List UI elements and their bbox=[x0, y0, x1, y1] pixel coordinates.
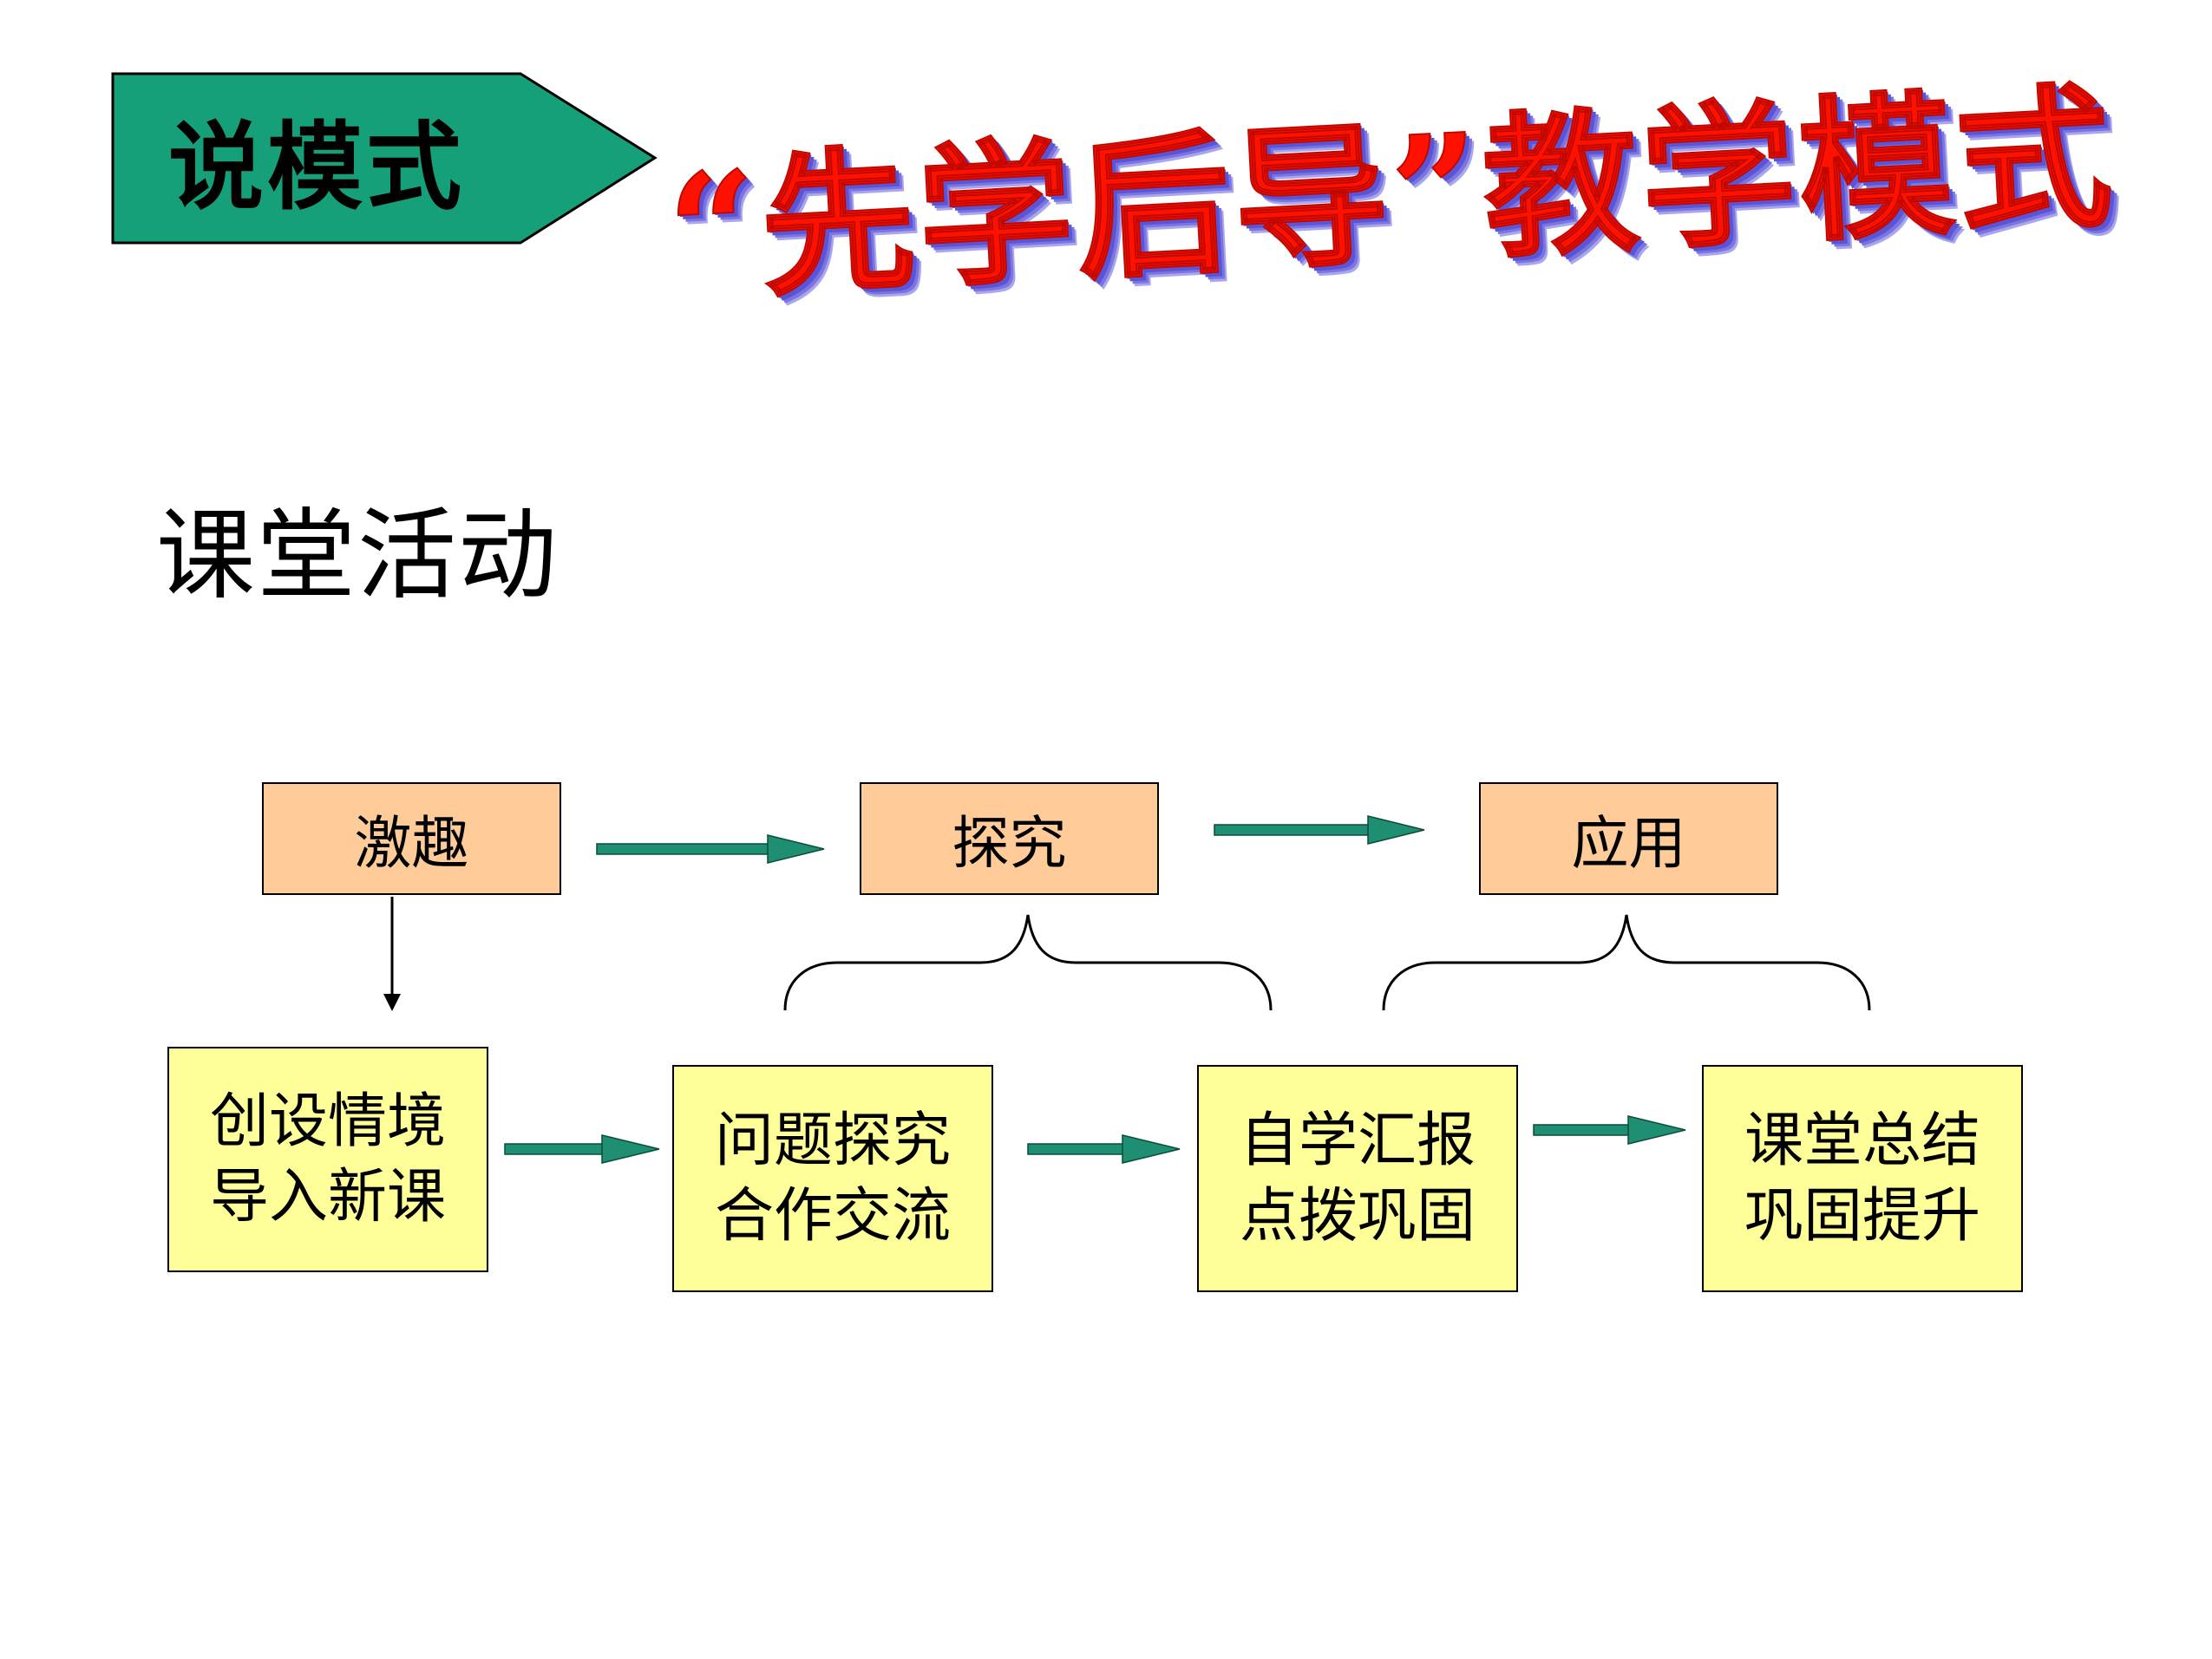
stage-box-apply: 应用 bbox=[1479, 782, 1778, 895]
arrow-stage-1-down bbox=[383, 897, 401, 1011]
arrow-step-1-to-2 bbox=[504, 1134, 660, 1164]
step-box-line: 巩固提升 bbox=[1744, 1182, 1980, 1251]
section-heading: 课堂活动 bbox=[156, 498, 560, 613]
brace-stage-2 bbox=[783, 914, 1273, 1011]
arrow-step-2-to-3 bbox=[1027, 1134, 1181, 1164]
step-box-line: 问题探究 bbox=[714, 1106, 951, 1175]
stage-box-interest: 激趣 bbox=[262, 782, 561, 895]
step-box-line: 导入新课 bbox=[209, 1163, 446, 1231]
stage-box-explore: 探究 bbox=[860, 782, 1159, 895]
step-box-line: 自学汇报 bbox=[1239, 1106, 1476, 1175]
step-box-report: 自学汇报 点拨巩固 bbox=[1197, 1065, 1518, 1292]
step-box-line: 创设情境 bbox=[209, 1087, 446, 1156]
arrow-stage-1-to-2 bbox=[596, 834, 825, 864]
step-box-line: 合作交流 bbox=[714, 1182, 951, 1251]
step-box-summary: 课堂总结 巩固提升 bbox=[1702, 1065, 2023, 1292]
arrow-step-3-to-4 bbox=[1533, 1115, 1686, 1145]
header-tag-label: 说模式 bbox=[168, 110, 465, 223]
header-tag-shape bbox=[111, 72, 658, 245]
step-box-line: 点拨巩固 bbox=[1239, 1182, 1476, 1251]
arrow-stage-2-to-3 bbox=[1214, 815, 1425, 845]
step-box-inquiry: 问题探究 合作交流 bbox=[672, 1065, 993, 1292]
step-box-line: 课堂总结 bbox=[1744, 1106, 1980, 1175]
brace-stage-3 bbox=[1382, 914, 1871, 1011]
step-box-situation: 创设情境 导入新课 bbox=[167, 1047, 488, 1272]
